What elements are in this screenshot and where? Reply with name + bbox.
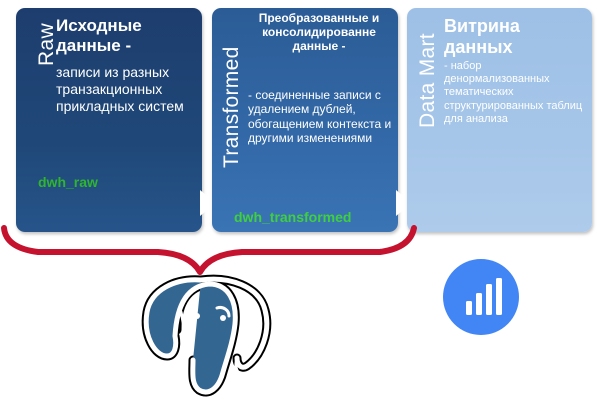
transformed-schema-name: dwh_transformed [234, 209, 352, 225]
postgresql-elephant-icon [141, 274, 272, 397]
transformed-description: - соединенные записи с удалением дублей,… [248, 88, 392, 146]
transformed-stage-box: Transformed Преобразованные и консолидир… [212, 8, 398, 232]
transformed-title: Преобразованные и консолидированне данны… [258, 11, 380, 53]
raw-schema-name: dwh_raw [38, 174, 98, 190]
raw-description: записи из разных транзакционных прикладн… [56, 64, 184, 114]
datamart-description: - набор денормализованных тематических с… [444, 60, 583, 125]
datamart-title: Витрина данных [444, 16, 520, 57]
bar-chart-icon [443, 259, 519, 335]
datamart-stage-box: Data Mart Витрина данных - набор денорма… [407, 8, 592, 232]
raw-title: Исходные данные - [56, 16, 142, 55]
raw-stage-box: Raw Исходные данные - записи из разных т… [16, 8, 202, 232]
